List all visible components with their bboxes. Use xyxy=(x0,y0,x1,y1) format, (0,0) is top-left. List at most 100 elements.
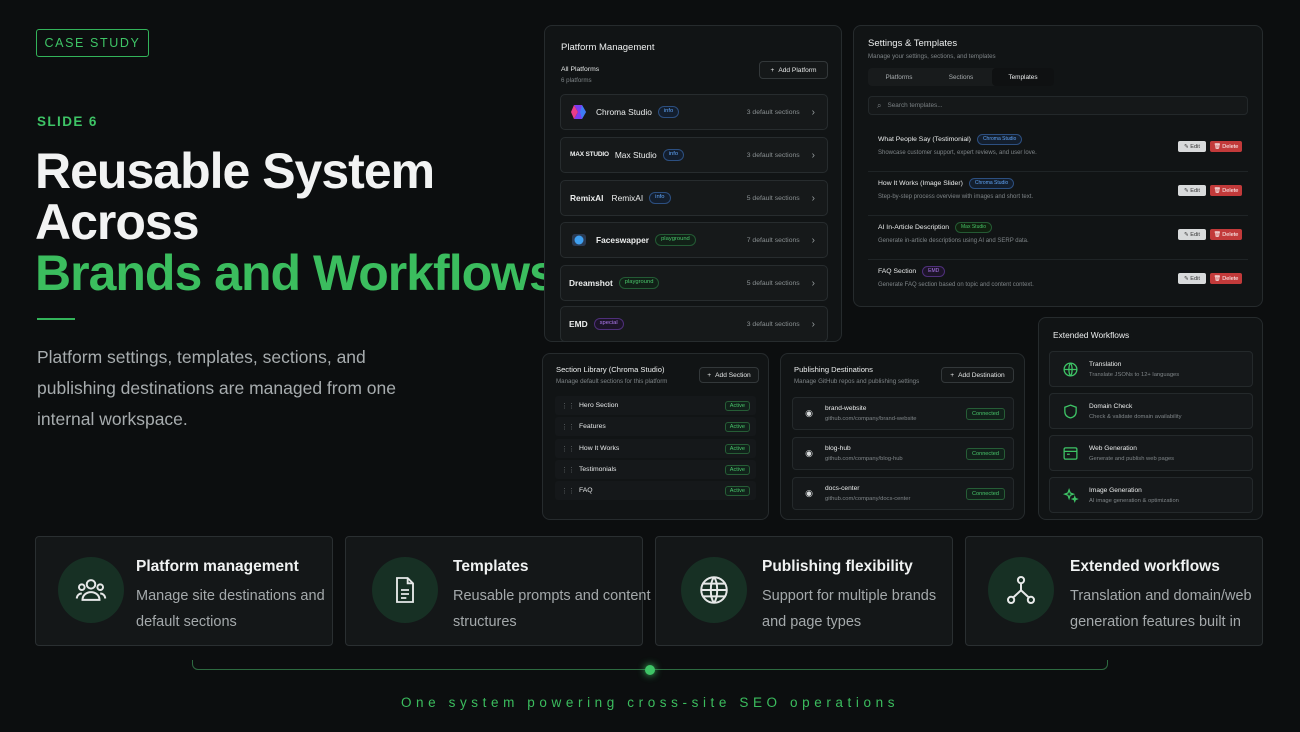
workflow-image-generation[interactable]: Image Generation AI image generation & op… xyxy=(1049,477,1253,513)
bottom-dot xyxy=(645,665,655,675)
delete-button[interactable]: 🗑 Delete xyxy=(1210,185,1242,196)
destination-name: docs-center xyxy=(825,485,860,492)
workflow-name: Image Generation xyxy=(1089,486,1142,494)
chevron-right-icon: › xyxy=(811,149,815,161)
platform-row-dreamshot[interactable]: Dreamshot playground 5 default sections … xyxy=(560,265,828,301)
plus-icon: + xyxy=(707,371,712,379)
template-row[interactable]: What People Say (Testimonial)Chroma Stud… xyxy=(878,134,1242,164)
drag-handle-icon[interactable]: ⋮⋮ xyxy=(561,423,575,431)
feature-title: Templates xyxy=(453,558,529,575)
drag-handle-icon[interactable]: ⋮⋮ xyxy=(561,445,575,453)
template-badge: Max Studio xyxy=(955,222,993,233)
document-icon xyxy=(372,557,438,623)
feature-card-platform: Platform management Manage site destinat… xyxy=(35,536,333,646)
feature-card-publishing: Publishing flexibility Support for multi… xyxy=(655,536,953,646)
destination-name: blog-hub xyxy=(825,445,851,452)
add-section-button[interactable]: +Add Section xyxy=(699,367,759,383)
add-platform-label: Add Platform xyxy=(778,66,817,74)
list-title: All Platforms xyxy=(561,66,600,73)
platform-badge: playground xyxy=(618,277,660,289)
platform-badge: info xyxy=(649,192,671,204)
add-destination-button[interactable]: +Add Destination xyxy=(941,367,1014,383)
panel-title: Extended Workflows xyxy=(1053,330,1130,340)
hero-title-line1: Reusable System xyxy=(35,143,435,199)
section-name: Features xyxy=(579,423,606,430)
drag-handle-icon[interactable]: ⋮⋮ xyxy=(561,487,575,495)
tab-platforms[interactable]: Platforms xyxy=(885,73,913,81)
panel-title: Publishing Destinations xyxy=(794,365,873,374)
search-placeholder: Search templates... xyxy=(887,102,943,109)
platform-name: Dreamshot xyxy=(569,278,613,288)
status-badge: Active xyxy=(724,421,750,432)
platform-row-remixai[interactable]: RemixAI RemixAI info 5 default sections … xyxy=(560,180,828,216)
section-row[interactable]: ⋮⋮ Testimonials Active xyxy=(555,460,756,479)
hero-title: Reusable System Across Brands and Workfl… xyxy=(35,143,557,301)
panel-title: Settings & Templates xyxy=(868,38,958,49)
status-badge: Active xyxy=(724,464,750,475)
status-badge: Active xyxy=(724,400,750,411)
section-row[interactable]: ⋮⋮ FAQ Active xyxy=(555,481,756,500)
platform-count: 3 default sections xyxy=(746,151,800,159)
tab-templates[interactable]: Templates xyxy=(992,68,1054,86)
section-row[interactable]: ⋮⋮ Features Active xyxy=(555,417,756,436)
platform-name: Max Studio xyxy=(614,150,657,160)
destination-repo: github.com/company/brand-website xyxy=(825,416,917,422)
hero-divider xyxy=(37,318,75,320)
platform-badge: playground xyxy=(655,234,696,246)
panel-subtitle: Manage your settings, sections, and temp… xyxy=(868,53,996,60)
panel-title: Platform Management xyxy=(561,42,655,53)
edit-button[interactable]: ✎ Edit xyxy=(1178,229,1206,240)
workflow-desc: AI image generation & optimization xyxy=(1089,497,1179,504)
template-row[interactable]: How It Works (Image Slider)Chroma Studio… xyxy=(878,178,1242,208)
status-badge: Connected xyxy=(965,407,1005,420)
delete-button[interactable]: 🗑 Delete xyxy=(1210,229,1242,240)
platform-row-emd[interactable]: EMD special 3 default sections › xyxy=(560,306,828,342)
platform-row-max[interactable]: MAX STUDIO Max Studio info 3 default sec… xyxy=(560,137,828,173)
section-row[interactable]: ⋮⋮ Hero Section Active xyxy=(555,396,756,415)
section-name: Testimonials xyxy=(579,466,617,473)
edit-button[interactable]: ✎ Edit xyxy=(1178,141,1206,152)
template-search-input[interactable]: ⌕ Search templates... xyxy=(868,96,1248,115)
add-platform-button[interactable]: +Add Platform xyxy=(759,61,828,79)
edit-button[interactable]: ✎ Edit xyxy=(1178,185,1206,196)
section-name: How It Works xyxy=(579,445,620,452)
platform-row-chroma[interactable]: Chroma Studio info 3 default sections › xyxy=(560,94,828,130)
shield-icon xyxy=(1059,403,1081,420)
template-desc: Generate FAQ section based on topic and … xyxy=(878,282,1034,288)
platform-badge: info xyxy=(662,149,685,161)
delete-button[interactable]: 🗑 Delete xyxy=(1210,141,1242,152)
chevron-right-icon: › xyxy=(811,277,815,289)
workflow-desc: Check & validate domain availability xyxy=(1089,413,1182,420)
divider xyxy=(868,171,1248,172)
destination-repo: github.com/company/blog-hub xyxy=(825,456,903,462)
edit-button[interactable]: ✎ Edit xyxy=(1178,273,1206,284)
tagline: One system powering cross-site SEO opera… xyxy=(400,695,900,710)
platform-name: EMD xyxy=(569,319,588,329)
template-badge: EMD xyxy=(922,266,946,277)
workflow-icon xyxy=(988,557,1054,623)
platform-row-faceswapper[interactable]: Faceswapper playground 7 default section… xyxy=(560,222,828,258)
drag-handle-icon[interactable]: ⋮⋮ xyxy=(561,466,575,474)
section-library-panel: Section Library (Chroma Studio) Manage d… xyxy=(542,353,769,520)
template-badge: Chroma Studio xyxy=(976,134,1023,145)
add-destination-label: Add Destination xyxy=(958,371,1005,379)
section-row[interactable]: ⋮⋮ How It Works Active xyxy=(555,439,756,458)
add-section-label: Add Section xyxy=(715,371,751,379)
platform-count: 5 default sections xyxy=(746,279,800,287)
feature-desc: Support for multiple brands and page typ… xyxy=(762,588,937,630)
platform-count: 5 default sections xyxy=(746,194,800,202)
hero-title-line3: Brands and Workflows xyxy=(35,245,557,301)
drag-handle-icon[interactable]: ⋮⋮ xyxy=(561,402,575,410)
max-studio-logo: MAX STUDIO xyxy=(570,151,609,158)
delete-button[interactable]: 🗑 Delete xyxy=(1210,273,1242,284)
tab-sections[interactable]: Sections xyxy=(948,73,974,81)
panel-subtitle: Manage GitHub repos and publishing setti… xyxy=(794,378,920,385)
